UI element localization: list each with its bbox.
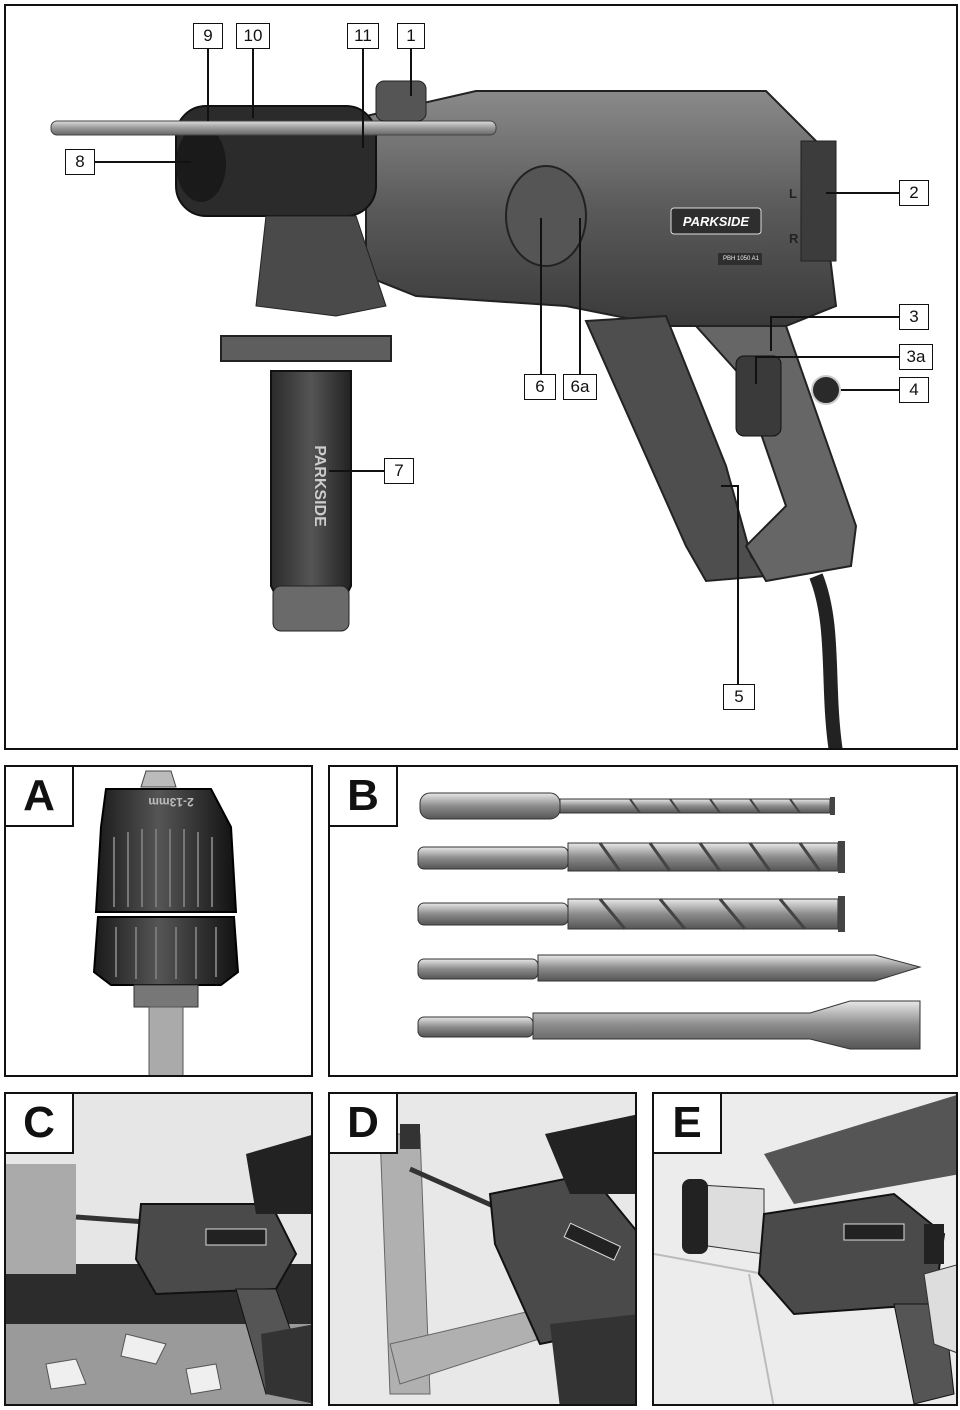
callout-7: 7 <box>384 458 414 484</box>
callout-6a: 6a <box>563 374 597 400</box>
drill-bit-small <box>419 792 835 820</box>
model-label: PBH 1050 A1 <box>722 256 760 262</box>
hammer-drill-illustration <box>50 46 901 748</box>
drill-bits-and-chisels-illustration <box>417 792 922 1050</box>
chuck-size-text: 2-13mm <box>148 795 194 809</box>
callout-10: 10 <box>236 23 270 49</box>
callout-6: 6 <box>524 374 556 400</box>
callout-11: 11 <box>347 23 379 49</box>
brand-badge: PARKSIDE <box>682 213 750 229</box>
flat-chisel <box>417 1000 921 1050</box>
overview-panel: PARKSIDE PBH 1050 A1 PARKSIDE L R 9 10 1… <box>4 4 958 750</box>
drill-bit-large <box>417 896 845 932</box>
callout-9: 9 <box>193 23 223 49</box>
leader-lines <box>93 46 901 686</box>
callout-4: 4 <box>899 377 929 403</box>
panel-label-d: D <box>330 1094 398 1154</box>
callout-1: 1 <box>397 23 425 49</box>
callout-2: 2 <box>899 180 929 206</box>
callout-3: 3 <box>899 304 929 330</box>
drill-body <box>50 80 858 748</box>
drill-bit-medium <box>417 841 845 873</box>
callout-5: 5 <box>723 684 755 710</box>
callout-3a: 3a <box>899 344 933 370</box>
panel-a: 2-13mm A <box>4 765 313 1077</box>
panel-e: E <box>652 1092 958 1406</box>
panel-label-e: E <box>654 1094 722 1154</box>
panel-label-b: B <box>330 767 398 827</box>
panel-c: C <box>4 1092 313 1406</box>
switch-label-left: L <box>789 186 797 201</box>
panel-label-a: A <box>6 767 74 827</box>
callout-8: 8 <box>65 149 95 175</box>
pointed-chisel <box>417 954 922 982</box>
side-handle-brand: PARKSIDE <box>311 445 328 527</box>
keyless-chuck-illustration <box>92 770 240 1075</box>
switch-label-right: R <box>789 231 799 246</box>
panel-b: B <box>328 765 958 1077</box>
panel-d: D <box>328 1092 637 1406</box>
panel-label-c: C <box>6 1094 74 1154</box>
